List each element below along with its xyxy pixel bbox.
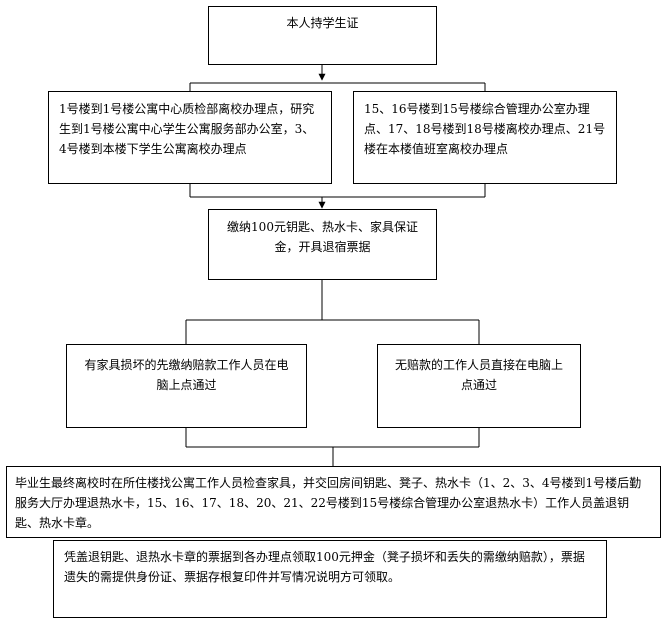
step-final-check-text: 毕业生最终离校时在所住楼找公寓工作人员检查家具，并交回房间钥匙、凳子、热水卡（1… xyxy=(15,476,642,530)
step-start-box: 本人持学生证 xyxy=(208,6,437,65)
step-refund-text: 凭盖退钥匙、退热水卡章的票据到各办理点领取100元押金（凳子损坏和丢失的需缴纳赔… xyxy=(64,550,585,584)
step-left-office-text: 1号楼到1号楼公寓中心质检部离校办理点，研究生到1号楼公寓中心学生公寓服务部办公… xyxy=(59,102,315,156)
connector-payment-to-checks xyxy=(185,280,480,344)
connector-start-to-offices xyxy=(189,65,486,91)
step-right-office-box: 15、16号楼到15号楼综合管理办公室办理点、17、18号楼到18号楼离校办理点… xyxy=(353,91,617,184)
connector-checks-to-final xyxy=(185,428,480,466)
step-start-text: 本人持学生证 xyxy=(286,16,359,30)
connector-offices-to-payment xyxy=(189,184,486,209)
step-damage-box: 有家具损坏的先缴纳赔款工作人员在电脑上点通过 xyxy=(66,344,307,428)
step-final-check-box: 毕业生最终离校时在所住楼找公寓工作人员检查家具，并交回房间钥匙、凳子、热水卡（1… xyxy=(6,466,661,538)
step-refund-box: 凭盖退钥匙、退热水卡章的票据到各办理点领取100元押金（凳子损坏和丢失的需缴纳赔… xyxy=(53,540,607,618)
step-left-office-box: 1号楼到1号楼公寓中心质检部离校办理点，研究生到1号楼公寓中心学生公寓服务部办公… xyxy=(48,91,332,184)
step-payment-text: 缴纳100元钥匙、热水卡、家具保证金，开具退宿票据 xyxy=(227,220,418,254)
step-no-damage-text: 无赔款的工作人员直接在电脑上点通过 xyxy=(394,358,563,392)
step-right-office-text: 15、16号楼到15号楼综合管理办公室办理点、17、18号楼到18号楼离校办理点… xyxy=(364,102,606,156)
step-damage-text: 有家具损坏的先缴纳赔款工作人员在电脑上点通过 xyxy=(84,358,289,392)
step-no-damage-box: 无赔款的工作人员直接在电脑上点通过 xyxy=(377,344,581,428)
step-payment-box: 缴纳100元钥匙、热水卡、家具保证金，开具退宿票据 xyxy=(208,209,437,280)
